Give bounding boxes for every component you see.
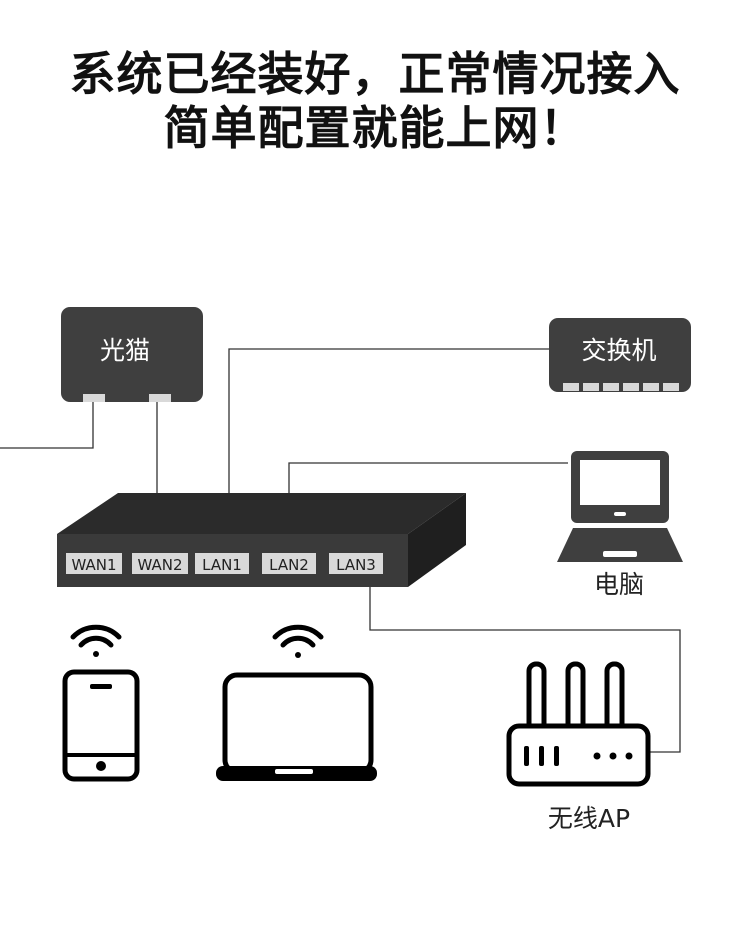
laptop-icon — [216, 672, 377, 781]
wireless-router-icon — [506, 661, 651, 787]
headline-line-1: 系统已经装好，正常情况接入 — [69, 47, 681, 101]
pc-trackpad — [603, 551, 637, 557]
pc-keyboard-base — [557, 528, 683, 562]
switch-port — [663, 383, 679, 391]
cable-lan3-ap — [369, 578, 681, 753]
switch-port — [603, 383, 619, 391]
router-device: WAN1 WAN2 LAN1 LAN2 LAN3 — [57, 493, 466, 587]
switch-port — [623, 383, 639, 391]
switch-label: 交换机 — [581, 336, 656, 365]
cable-uplink-modem — [0, 400, 94, 449]
headline-line-2: 简单配置就能上网！ — [163, 101, 587, 155]
modem-label: 光猫 — [100, 336, 150, 365]
port-label-wan2: WAN2 — [137, 556, 182, 574]
switch-body — [549, 318, 691, 392]
pc-screen — [580, 460, 660, 505]
wireless-ap-device: 无线AP — [506, 661, 651, 833]
port-label-bg-lan2 — [262, 553, 316, 574]
modem-port-2 — [149, 394, 171, 402]
pc-device: 电脑 — [557, 451, 683, 599]
port-label-lan1: LAN1 — [202, 556, 242, 574]
switch-port — [563, 383, 579, 391]
wifi-icon — [272, 624, 324, 658]
smartphone-icon — [62, 669, 140, 782]
modem-body — [61, 307, 203, 402]
switch-port — [583, 383, 599, 391]
cable-lan1-switch — [228, 348, 550, 548]
port-label-bg-lan3 — [329, 553, 383, 574]
laptop-icon — [557, 451, 683, 562]
port-label-bg-wan1 — [66, 553, 122, 574]
router-top-face — [57, 493, 466, 534]
ap-label: 无线AP — [548, 804, 630, 833]
modem-port-1 — [83, 394, 105, 402]
wifi-icon — [70, 624, 122, 657]
pc-label: 电脑 — [594, 570, 644, 599]
router-side-face — [408, 493, 466, 587]
pc-webcam-dot — [614, 512, 626, 516]
port-label-lan3: LAN3 — [336, 556, 376, 574]
port-label-wan1: WAN1 — [71, 556, 116, 574]
switch-port — [643, 383, 659, 391]
switch-device: 交换机 — [549, 318, 691, 392]
laptop-device — [216, 624, 377, 781]
smartphone-device — [62, 624, 140, 782]
modem-device: 光猫 — [61, 307, 203, 402]
router-port-labels: WAN1 WAN2 LAN1 LAN2 LAN3 — [66, 553, 383, 574]
port-label-bg-lan1 — [195, 553, 249, 574]
port-label-lan2: LAN2 — [269, 556, 309, 574]
port-label-bg-wan2 — [132, 553, 188, 574]
